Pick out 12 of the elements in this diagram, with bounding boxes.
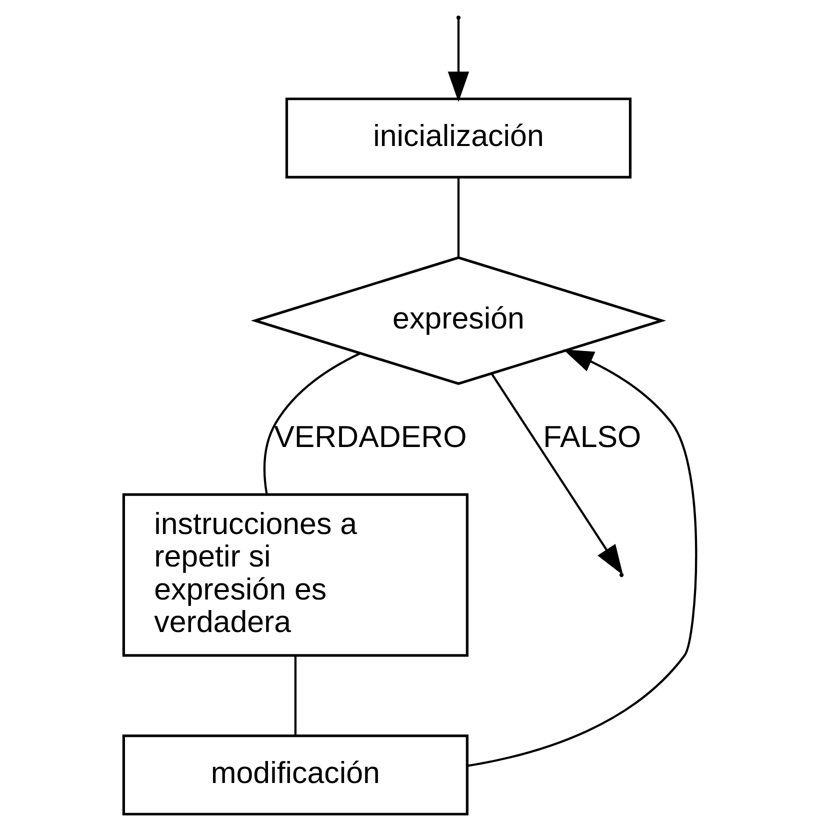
edge-label: FALSO: [542, 420, 641, 454]
edge-label: VERDADERO: [274, 420, 466, 454]
arrow: [490, 373, 623, 576]
arrow: [447, 18, 469, 102]
arrow: [466, 349, 697, 767]
node-diamond: expresión: [250, 256, 666, 386]
connector: [294, 656, 296, 736]
node-box: instrucciones a repetir si expresión es verdadera: [122, 493, 468, 657]
connector: [262, 352, 360, 494]
connector: [456, 178, 460, 258]
node-box: inicialización: [284, 98, 632, 178]
node-box: modificación: [122, 734, 468, 816]
